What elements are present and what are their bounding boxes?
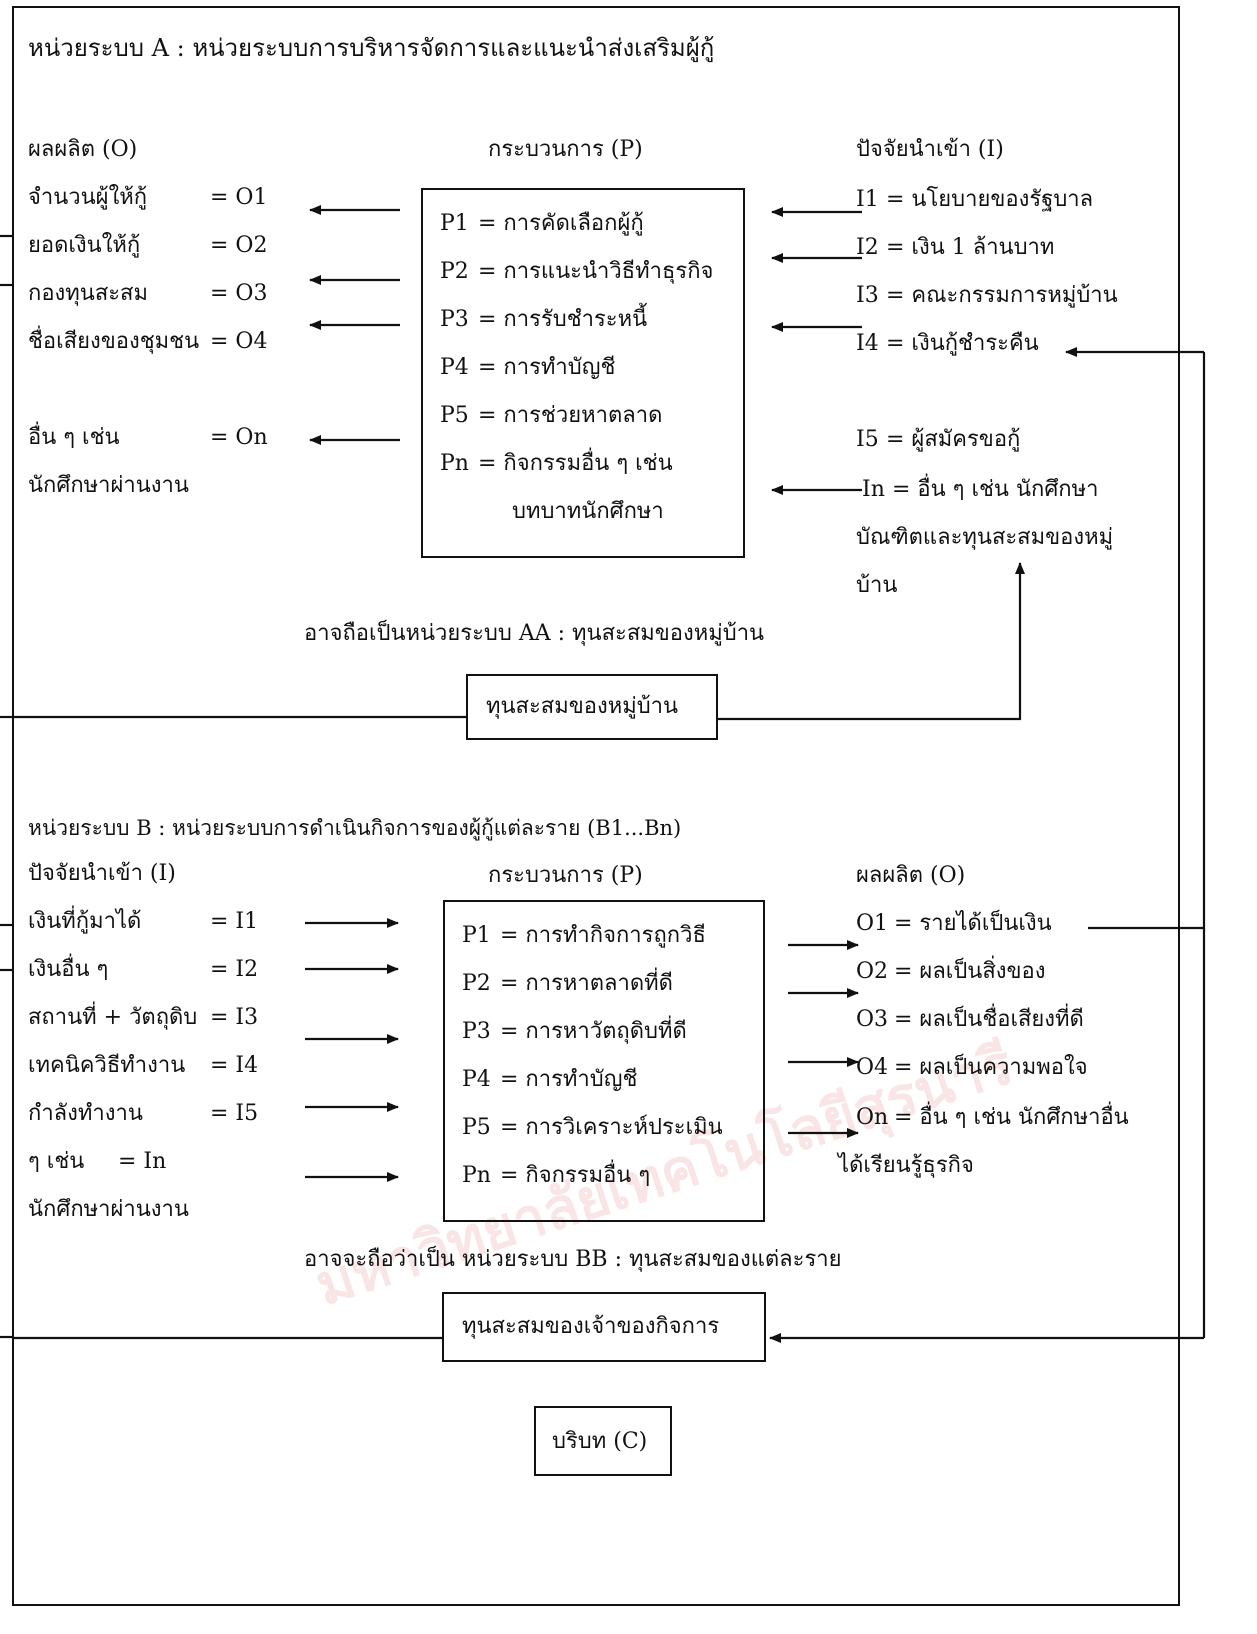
unit-a-input-label: = เงิน 1 ล้านบาท	[886, 235, 1055, 260]
unit-a-input-code: In	[862, 477, 885, 502]
unit-a-process-code: Pn	[440, 451, 469, 476]
unit-b-input-code: = I4	[210, 1053, 259, 1078]
unit-b-input-code: = I5	[210, 1101, 259, 1126]
unit-a-output-code: = O1	[210, 185, 268, 210]
unit-a-process-header: กระบวนการ (P)	[488, 137, 643, 162]
unit-a-input-code: I2	[856, 235, 879, 260]
unit-aa-caption: อาจถือเป็นหน่วยระบบ AA : ทุนสะสมของหมู่บ…	[304, 621, 765, 646]
unit-b-input-code: = In	[118, 1149, 167, 1174]
unit-b-process-label: = กิจกรรมอื่น ๆ	[500, 1163, 651, 1188]
unit-b-output-code: O3	[856, 1007, 889, 1032]
unit-a-process-code: P5	[440, 403, 469, 428]
unit-b-output-label: ได้เรียนรู้ธุรกิจ	[838, 1153, 974, 1178]
unit-a-output-header: ผลผลิต (O)	[28, 137, 138, 162]
unit-b-process-label: = การหาตลาดที่ดี	[500, 971, 673, 996]
unit-b-input-label: ๆ เช่น	[28, 1149, 85, 1174]
unit-b-output-code: O4	[856, 1055, 889, 1080]
unit-a-output-label: อื่น ๆ เช่น	[28, 425, 120, 450]
unit-aa-box	[466, 674, 718, 740]
unit-b-output-code: O1	[856, 911, 889, 936]
unit-a-output-code: = O2	[210, 233, 268, 258]
unit-b-process-code: P2	[462, 971, 491, 996]
unit-b-process-code: P1	[462, 923, 491, 948]
unit-b-title: หน่วยระบบ B : หน่วยระบบการดำเนินกิจการขอ…	[28, 816, 682, 840]
unit-b-process-label: = การทำกิจการถูกวิธี	[500, 923, 706, 948]
unit-b-input-code: = I2	[210, 957, 259, 982]
unit-a-output-code: = On	[210, 425, 268, 450]
unit-a-process-code: P4	[440, 355, 469, 380]
unit-b-input-code: = I1	[210, 909, 259, 934]
unit-b-input-label: สถานที่ + วัตถุดิบ	[28, 1005, 198, 1030]
context-box	[534, 1406, 672, 1476]
unit-b-process-code: P4	[462, 1067, 491, 1092]
unit-a-input-code: I1	[856, 187, 879, 212]
unit-a-title: หน่วยระบบ A : หน่วยระบบการบริหารจัดการแล…	[28, 34, 715, 62]
unit-b-process-code: P3	[462, 1019, 491, 1044]
unit-a-output-label: นักศึกษาผ่านงาน	[28, 473, 189, 498]
unit-a-input-code: I4	[856, 331, 879, 356]
unit-b-input-label: เงินที่กู้มาได้	[28, 909, 142, 934]
unit-a-input-code: I5	[856, 427, 879, 452]
unit-a-input-code: I3	[856, 283, 879, 308]
unit-a-output-label: กองทุนสะสม	[28, 281, 148, 306]
outer-frame	[12, 6, 1180, 1606]
unit-bb-caption: อาจจะถือว่าเป็น หน่วยระบบ BB : ทุนสะสมขอ…	[304, 1247, 842, 1272]
unit-b-input-label: กำลังทำงาน	[28, 1101, 143, 1126]
unit-a-output-code: = O3	[210, 281, 268, 306]
unit-a-process-label: = การทำบัญชี	[478, 355, 616, 380]
unit-b-process-code: Pn	[462, 1163, 491, 1188]
unit-b-process-label: = การวิเคราะห์ประเมิน	[500, 1115, 723, 1140]
unit-b-output-label: = ผลเป็นชื่อเสียงที่ดี	[894, 1007, 1084, 1032]
unit-a-input-label: บัณฑิตและทุนสะสมของหมู่	[856, 525, 1114, 550]
unit-a-process-label: = การคัดเลือกผู้กู้	[478, 211, 644, 236]
unit-b-output-label: = อื่น ๆ เช่น นักศึกษาอื่น	[894, 1105, 1129, 1130]
unit-bb-box	[442, 1292, 766, 1362]
unit-b-output-code: On	[856, 1105, 889, 1130]
arrow-aa-to-in	[718, 562, 1025, 721]
unit-b-process-label: = การหาวัตถุดิบที่ดี	[500, 1019, 687, 1044]
unit-b-output-header: ผลผลิต (O)	[856, 863, 966, 888]
unit-a-process-box	[421, 188, 745, 558]
unit-a-process-code: P1	[440, 211, 469, 236]
unit-a-output-code: = O4	[210, 329, 268, 354]
unit-a-process-label: = การแนะนำวิธีทำธุรกิจ	[478, 259, 714, 284]
unit-a-process-label: = การช่วยหาตลาด	[478, 403, 663, 428]
unit-a-input-header: ปัจจัยนำเข้า (I)	[856, 137, 1004, 162]
unit-a-process-code: P2	[440, 259, 469, 284]
unit-b-process-header: กระบวนการ (P)	[488, 863, 643, 888]
unit-a-output-label: ยอดเงินให้กู้	[28, 233, 141, 258]
unit-b-process-box	[443, 900, 765, 1222]
unit-b-process-label: = การทำบัญชี	[500, 1067, 638, 1092]
unit-b-input-header: ปัจจัยนำเข้า (I)	[28, 861, 176, 886]
unit-a-input-label: = เงินกู้ชำระคืน	[886, 331, 1039, 356]
context-box-label: บริบท (C)	[552, 1429, 648, 1454]
unit-a-input-label: = ผู้สมัครขอกู้	[886, 427, 1021, 452]
unit-a-input-label: = นโยบายของรัฐบาล	[886, 187, 1094, 212]
unit-a-process-label: บทบาทนักศึกษา	[512, 499, 664, 524]
unit-bb-box-label: ทุนสะสมของเจ้าของกิจการ	[462, 1314, 720, 1339]
unit-b-input-code: = I3	[210, 1005, 259, 1030]
unit-aa-box-label: ทุนสะสมของหมู่บ้าน	[486, 694, 679, 719]
unit-a-process-label: = กิจกรรมอื่น ๆ เช่น	[478, 451, 673, 476]
unit-a-process-label: = การรับชำระหนี้	[478, 307, 648, 332]
unit-b-output-code: O2	[856, 959, 889, 984]
unit-a-input-label: = คณะกรรมการหมู่บ้าน	[886, 283, 1118, 308]
unit-a-input-label: = อื่น ๆ เช่น นักศึกษา	[892, 477, 1099, 502]
unit-b-output-label: = ผลเป็นสิ่งของ	[894, 959, 1046, 984]
unit-a-process-code: P3	[440, 307, 469, 332]
unit-b-process-code: P5	[462, 1115, 491, 1140]
unit-b-input-label: เทคนิควิธีทำงาน	[28, 1053, 186, 1078]
unit-b-input-label: เงินอื่น ๆ	[28, 957, 109, 982]
unit-a-output-label: ชื่อเสียงของชุมชน	[28, 329, 200, 354]
unit-a-input-label: บ้าน	[856, 573, 898, 598]
unit-b-output-label: = รายได้เป็นเงิน	[894, 911, 1052, 936]
unit-b-output-label: = ผลเป็นความพอใจ	[894, 1055, 1088, 1080]
unit-b-input-label: นักศึกษาผ่านงาน	[28, 1197, 189, 1222]
unit-a-output-label: จำนวนผู้ให้กู้	[28, 185, 148, 210]
